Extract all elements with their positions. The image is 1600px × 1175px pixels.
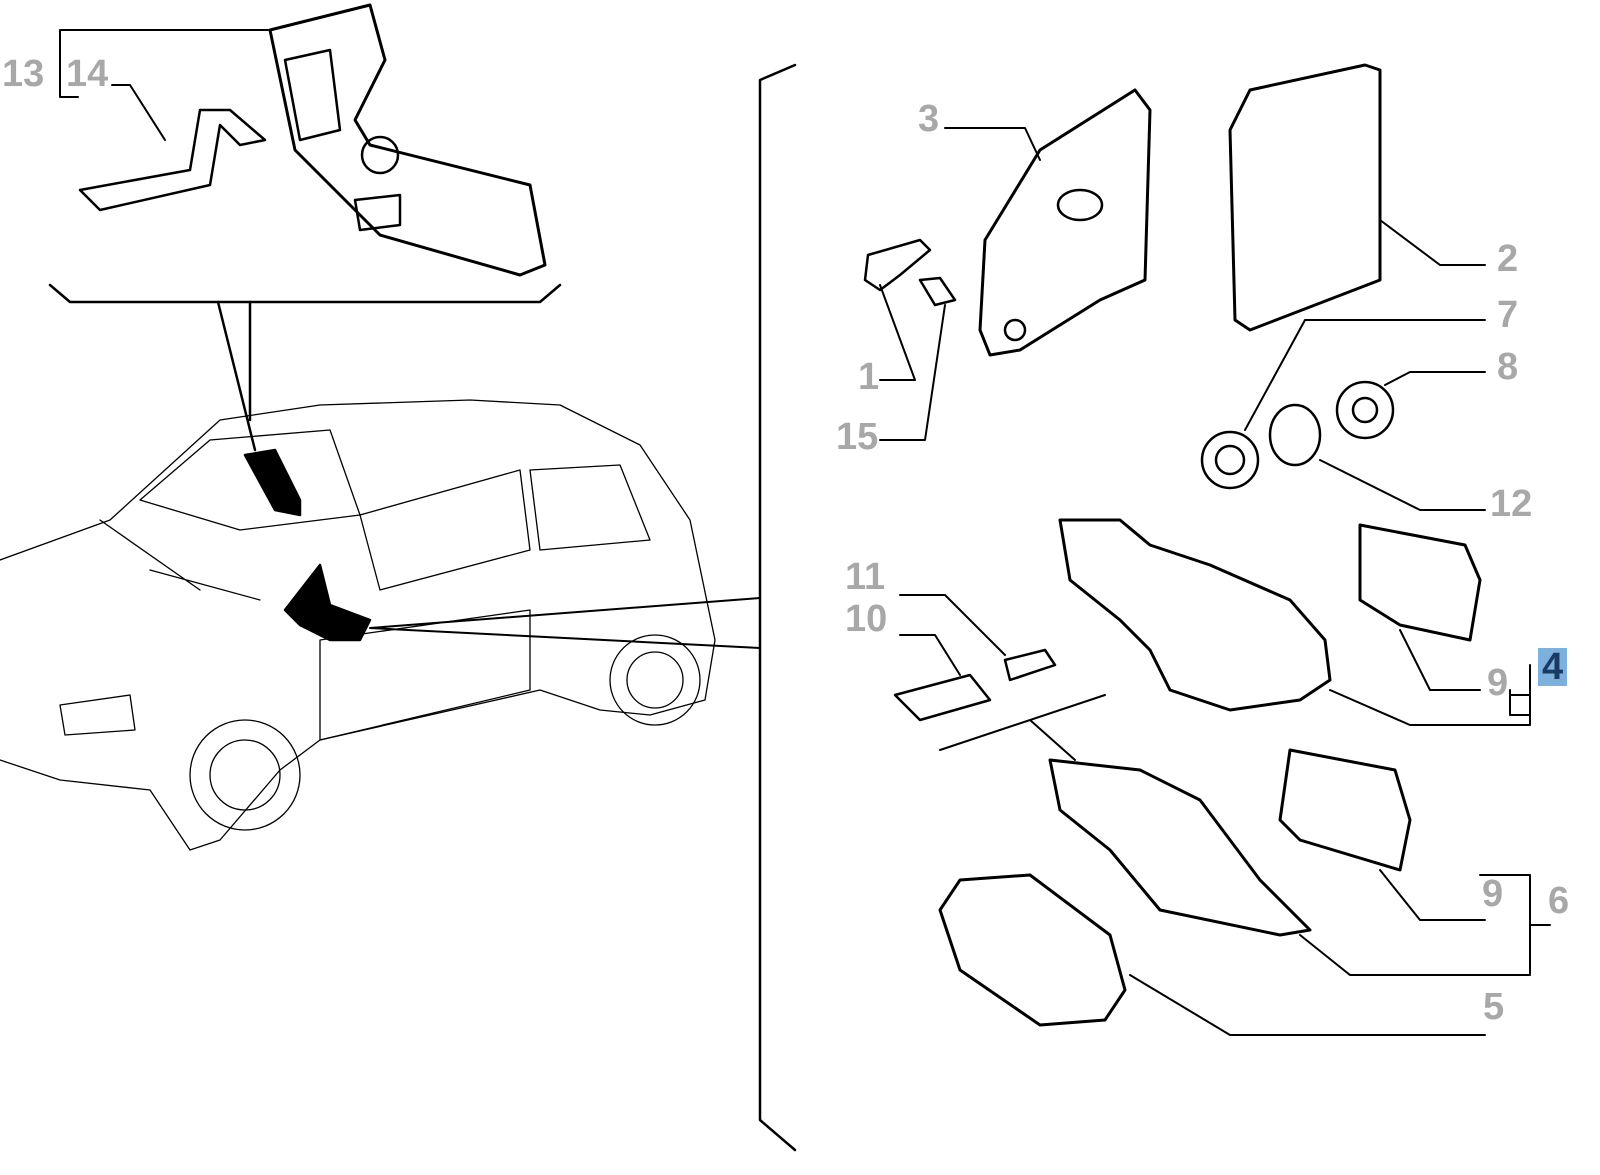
callout-11[interactable]: 11 — [845, 556, 886, 598]
callout-9-upper[interactable]: 9 — [1487, 662, 1509, 704]
mirror-base-plate[interactable] — [978, 88, 1152, 357]
mirror-glass-9b[interactable] — [1278, 748, 1412, 872]
callout-7[interactable]: 7 — [1497, 294, 1519, 336]
clip-1[interactable] — [863, 238, 932, 292]
ring-12[interactable] — [1268, 403, 1322, 467]
callout-8[interactable]: 8 — [1497, 346, 1519, 388]
car-illustration — [0, 399, 716, 851]
callout-6[interactable]: 6 — [1548, 880, 1570, 922]
interior-mirror[interactable] — [268, 3, 547, 277]
mirror-clip[interactable] — [78, 108, 267, 212]
interior-mirror-location — [243, 448, 302, 517]
mirror-housing-4[interactable] — [1058, 518, 1332, 712]
connector-11[interactable] — [1003, 648, 1057, 682]
leader-lines — [879, 127, 1551, 1036]
motor-7[interactable] — [1200, 430, 1260, 490]
mirror-cover-5[interactable] — [938, 873, 1127, 1027]
callout-9-lower[interactable]: 9 — [1482, 873, 1504, 915]
callout-10[interactable]: 10 — [845, 598, 888, 640]
callout-4-selected[interactable]: 4 — [1538, 648, 1568, 686]
mirror-glass-2[interactable] — [1228, 63, 1382, 332]
connector-10[interactable] — [893, 673, 992, 722]
callout-14[interactable]: 14 — [66, 53, 109, 95]
callout-5[interactable]: 5 — [1483, 986, 1505, 1028]
callout-1[interactable]: 1 — [858, 356, 880, 398]
callout-3[interactable]: 3 — [918, 98, 940, 140]
callout-13[interactable]: 13 — [2, 53, 45, 95]
mirror-housing-6[interactable] — [1048, 758, 1312, 937]
door-mirror-location — [283, 563, 372, 642]
callout-2[interactable]: 2 — [1497, 238, 1519, 280]
callout-12[interactable]: 12 — [1490, 483, 1533, 525]
mirror-glass-9a[interactable] — [1358, 523, 1482, 642]
cap-8[interactable] — [1335, 380, 1395, 440]
screw-15[interactable] — [918, 276, 957, 307]
callout-15[interactable]: 15 — [836, 416, 879, 458]
